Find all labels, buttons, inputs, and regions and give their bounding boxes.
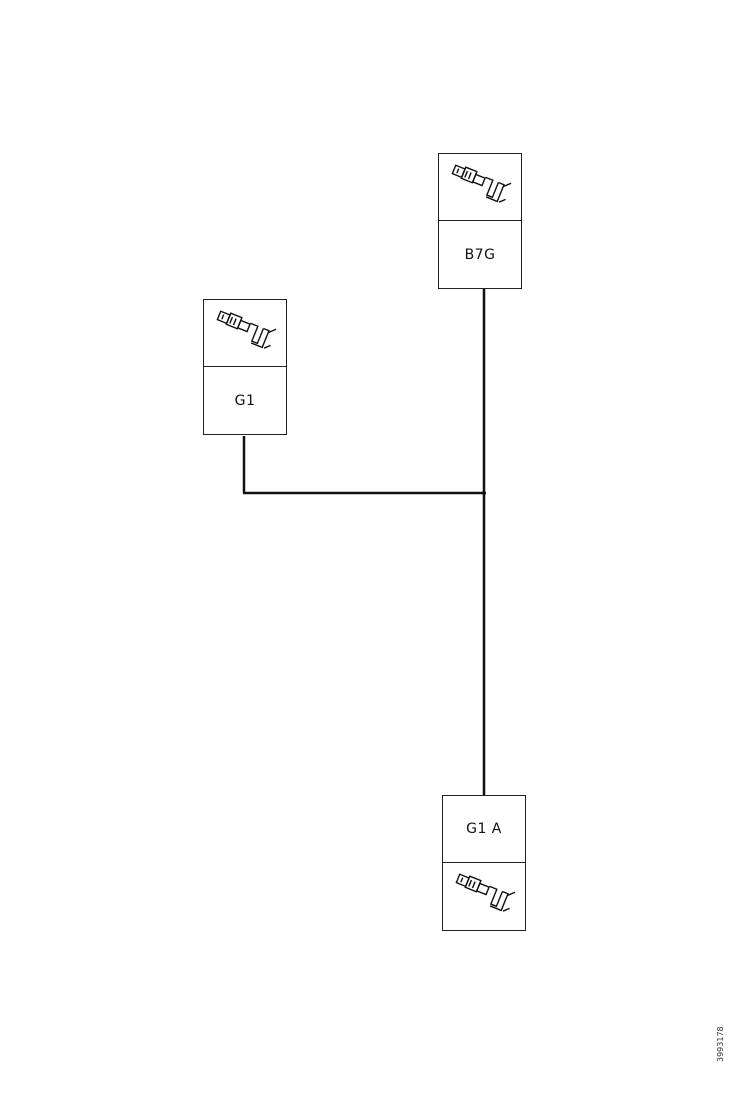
terminal-pin-icon [451, 164, 512, 203]
connector-g1[interactable]: G1 [203, 299, 287, 435]
connector-b7g-label: B7G [464, 246, 496, 263]
connector-g1a-label: G1 A [443, 796, 525, 863]
terminal-pin-icon [455, 873, 516, 912]
connector-g1a[interactable]: G1 A [442, 795, 526, 931]
terminal-pin-icon [216, 310, 277, 349]
connector-b7g-image-cell [439, 154, 521, 221]
connector-g1-image-cell [204, 300, 286, 367]
connector-b7g[interactable]: B7G [438, 153, 522, 289]
splice-junction [482, 491, 486, 495]
connector-g1-label: G1 [234, 392, 256, 409]
connector-g1a-image-cell [443, 863, 525, 930]
document-reference-number: 3993178 [716, 1026, 725, 1062]
